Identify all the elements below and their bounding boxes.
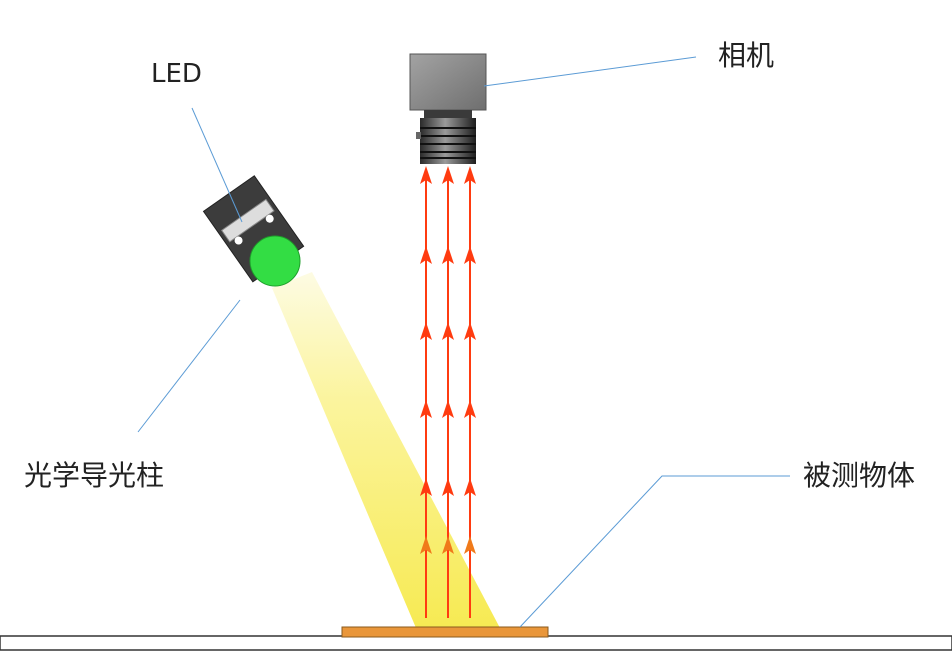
ray-arrowheads <box>420 166 476 554</box>
measured-object-label: 被测物体 <box>803 459 916 492</box>
camera-lens <box>420 118 476 164</box>
leader-line-light-guide <box>137 299 241 433</box>
light-beam <box>272 272 500 628</box>
led-label: LED <box>151 59 202 89</box>
table-surface <box>0 635 952 651</box>
light-guide-label: 光学导光柱 <box>24 459 165 492</box>
leader-line-object <box>519 475 790 628</box>
measured-object <box>341 626 549 638</box>
camera-body <box>409 53 487 111</box>
led-glow <box>249 235 301 287</box>
leader-line-camera <box>483 56 697 87</box>
leader-line-led <box>191 107 243 223</box>
camera <box>409 53 487 164</box>
leader-lines <box>137 56 790 628</box>
camera-label: 相机 <box>718 39 775 72</box>
led-mount-plate <box>221 198 275 243</box>
camera-mount <box>424 110 472 120</box>
reflected-rays <box>420 166 476 618</box>
